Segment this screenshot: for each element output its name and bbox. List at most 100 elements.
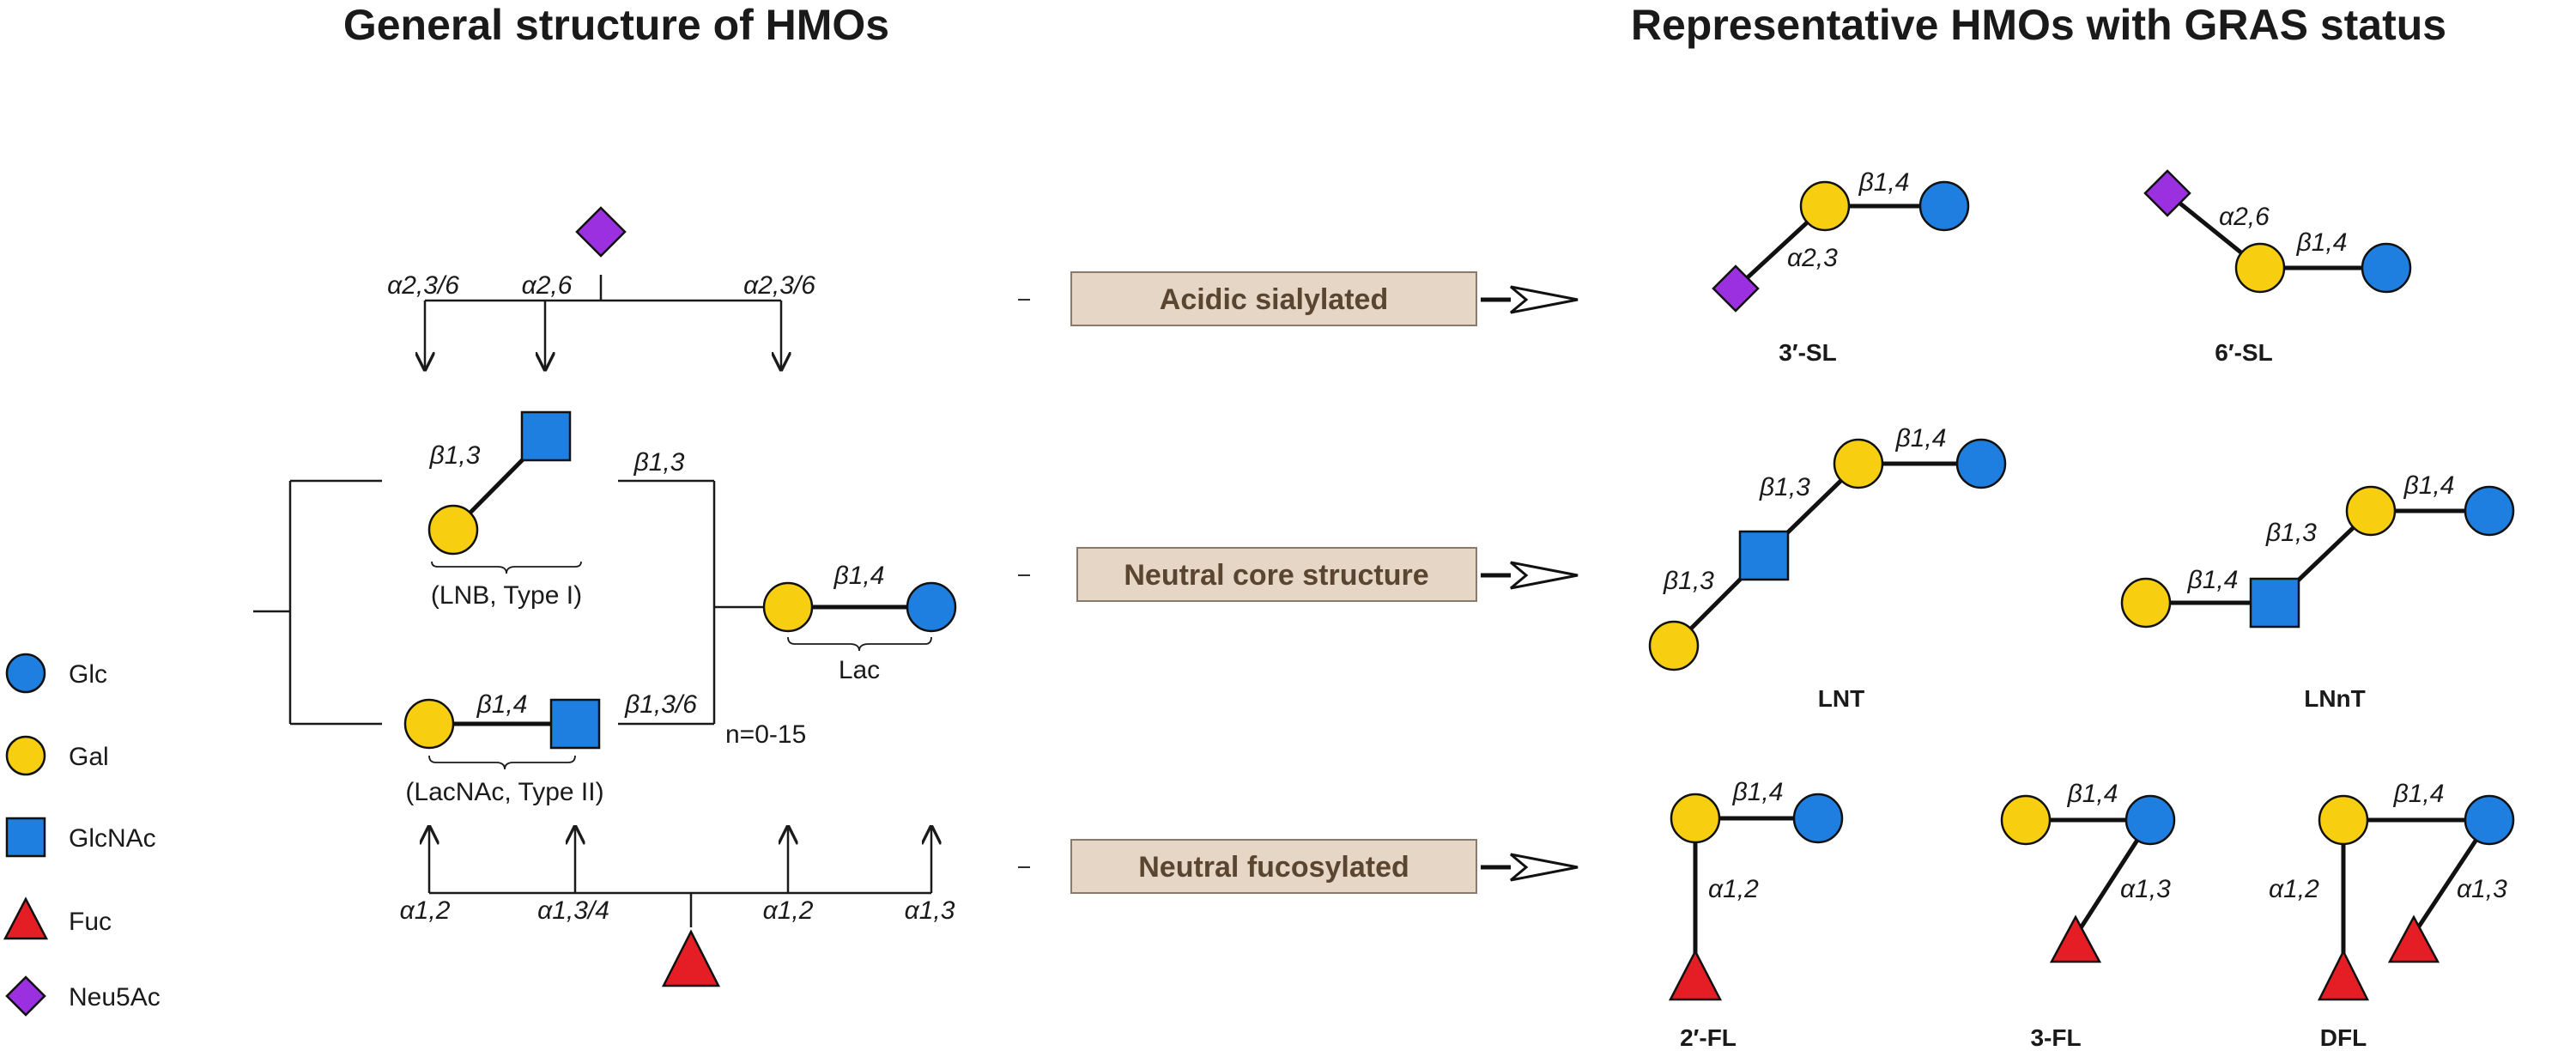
link-label: α1,2 bbox=[1708, 875, 1759, 903]
gal-symbol-icon bbox=[1799, 180, 1851, 232]
gal-symbol-icon bbox=[403, 698, 455, 750]
link-label: β1,4 bbox=[2296, 228, 2348, 257]
link-label: β1,4 bbox=[1895, 424, 1947, 453]
arrow-head-icon bbox=[1510, 285, 1579, 314]
legend-label-neu5ac: Neu5Ac bbox=[69, 983, 161, 1012]
legend-label-gal: Gal bbox=[69, 743, 109, 771]
link-label: α2,3 bbox=[1787, 244, 1838, 272]
category-label-neutral-fucosylated: Neutral fucosylated bbox=[1138, 851, 1409, 884]
gal-symbol-icon bbox=[762, 581, 814, 633]
general-structure: α2,3/6 α2,6 α2,3/6 β1,3 β1,3 (LNB, Type … bbox=[253, 206, 957, 987]
neu5ac-symbol-icon bbox=[575, 206, 627, 258]
gal-symbol-icon bbox=[2345, 485, 2397, 537]
fuc-symbol-icon bbox=[2387, 914, 2440, 963]
category-box bbox=[1070, 271, 1477, 326]
link-label: β1,4 bbox=[2187, 566, 2239, 594]
lacnac-brace bbox=[428, 755, 576, 770]
fuc-link-label-3: α1,2 bbox=[763, 896, 814, 925]
fuc-link-label-4: α1,3 bbox=[905, 896, 955, 925]
legend-item-fuc: Fuc bbox=[3, 896, 112, 940]
legend-label-glcnac: GlcNAc bbox=[69, 824, 156, 853]
repeat-label: n=0-15 bbox=[725, 720, 806, 749]
lnb-label: (LNB, Type I) bbox=[431, 581, 582, 610]
link-label: β1,4 bbox=[2403, 471, 2455, 500]
link-label: β1,4 bbox=[1858, 168, 1910, 197]
arrow-head-icon bbox=[1510, 561, 1579, 590]
category-neutral-core: Neutral core structure bbox=[1018, 547, 1579, 602]
fuc-symbol-icon bbox=[661, 929, 721, 987]
arrow-head-icon bbox=[1510, 853, 1579, 882]
sia-link-label-1: α2,3/6 bbox=[387, 271, 459, 300]
neu5ac-symbol-icon bbox=[1712, 264, 1760, 313]
glcnac-symbol-icon bbox=[2249, 577, 2300, 629]
type1-link-label: β1,3 bbox=[429, 441, 481, 470]
category-acidic: Acidic sialylated bbox=[1018, 271, 1579, 326]
glc-symbol-icon bbox=[2361, 242, 2412, 294]
link-label: β1,3 bbox=[1663, 567, 1714, 595]
fuc-symbol-icon bbox=[3, 896, 49, 940]
legend-label-glc: Glc bbox=[69, 660, 107, 689]
fuc-symbol-icon bbox=[1668, 949, 1723, 1001]
legend-item-glc: Glc bbox=[5, 653, 107, 694]
glcnac-symbol-icon bbox=[1738, 530, 1790, 581]
legend-item-gal: Gal bbox=[5, 735, 109, 776]
sia-link-label-2: α2,6 bbox=[522, 271, 573, 300]
fuc-symbol-icon bbox=[2317, 949, 2370, 1001]
legend-item-glcnac: GlcNAc bbox=[5, 817, 156, 858]
structure-name: LNnT bbox=[2304, 685, 2366, 712]
category-label-neutral-core: Neutral core structure bbox=[1124, 559, 1428, 592]
category-label-acidic: Acidic sialylated bbox=[1160, 283, 1388, 316]
category-neutral-fucosylated: Neutral fucosylated bbox=[1018, 839, 1579, 894]
lac-label: Lac bbox=[839, 656, 880, 684]
branch-top-link-label: β1,3 bbox=[633, 448, 685, 477]
category-box bbox=[1076, 547, 1477, 602]
glc-symbol-icon bbox=[906, 581, 957, 633]
fuc-link-label-2: α1,3/4 bbox=[537, 896, 609, 925]
type2-link-label: β1,4 bbox=[476, 690, 528, 719]
structure-name: 6′-SL bbox=[2215, 339, 2272, 366]
link-label: α1,2 bbox=[2269, 875, 2319, 903]
gal-symbol-icon bbox=[1670, 793, 1721, 844]
lacnac-label: (LacNAc, Type II) bbox=[405, 778, 603, 806]
legend: Glc Gal GlcNAc Fuc Neu5Ac bbox=[3, 653, 161, 1017]
heading-general-structure: General structure of HMOs bbox=[343, 1, 889, 49]
link-label: α1,3 bbox=[2457, 875, 2507, 903]
structure-2fl: β1,4 α1,2 2′-FL bbox=[1668, 778, 1844, 1051]
structure-6sl: α2,6 β1,4 6′-SL bbox=[2143, 169, 2412, 366]
sia-link-label-3: α2,3/6 bbox=[743, 271, 815, 300]
structure-dfl: β1,4 α1,2 α1,3 DFL bbox=[2269, 780, 2515, 1051]
glcnac-symbol-icon bbox=[549, 698, 601, 750]
structure-name: DFL bbox=[2320, 1024, 2367, 1051]
category-box bbox=[1070, 839, 1477, 894]
link-label: β1,4 bbox=[2067, 780, 2118, 808]
glcnac-symbol-icon bbox=[5, 817, 46, 858]
glc-symbol-icon bbox=[1918, 180, 1970, 232]
link-label: α1,3 bbox=[2120, 875, 2171, 903]
link-label: β1,4 bbox=[1732, 778, 1784, 806]
glc-symbol-icon bbox=[2464, 485, 2515, 537]
gal-symbol-icon bbox=[427, 504, 479, 556]
gal-symbol-icon bbox=[2318, 794, 2369, 846]
lac-link-label: β1,4 bbox=[833, 562, 885, 590]
structure-name: LNT bbox=[1818, 685, 1864, 712]
legend-item-neu5ac: Neu5Ac bbox=[5, 975, 161, 1017]
link-label: α2,6 bbox=[2219, 203, 2270, 231]
heading-representative-hmos: Representative HMOs with GRAS status bbox=[1631, 1, 2446, 49]
gal-symbol-icon bbox=[1648, 620, 1700, 671]
glc-symbol-icon bbox=[5, 653, 46, 694]
structure-3fl: β1,4 α1,3 3-FL bbox=[2000, 780, 2176, 1051]
gal-symbol-icon bbox=[1833, 438, 1884, 489]
gal-symbol-icon bbox=[2000, 794, 2052, 846]
gal-symbol-icon bbox=[5, 735, 46, 776]
gal-symbol-icon bbox=[2120, 577, 2172, 629]
link-label: β1,3 bbox=[2265, 519, 2317, 547]
structure-3sl: β1,4 α2,3 3′-SL bbox=[1712, 168, 1970, 366]
glc-symbol-icon bbox=[2124, 794, 2176, 846]
glc-symbol-icon bbox=[1955, 438, 2007, 489]
glcnac-symbol-icon bbox=[520, 410, 572, 462]
fuc-symbol-icon bbox=[2049, 914, 2102, 963]
glc-symbol-icon bbox=[2464, 794, 2515, 846]
lac-brace bbox=[787, 636, 932, 652]
neu5ac-symbol-icon bbox=[5, 975, 46, 1017]
